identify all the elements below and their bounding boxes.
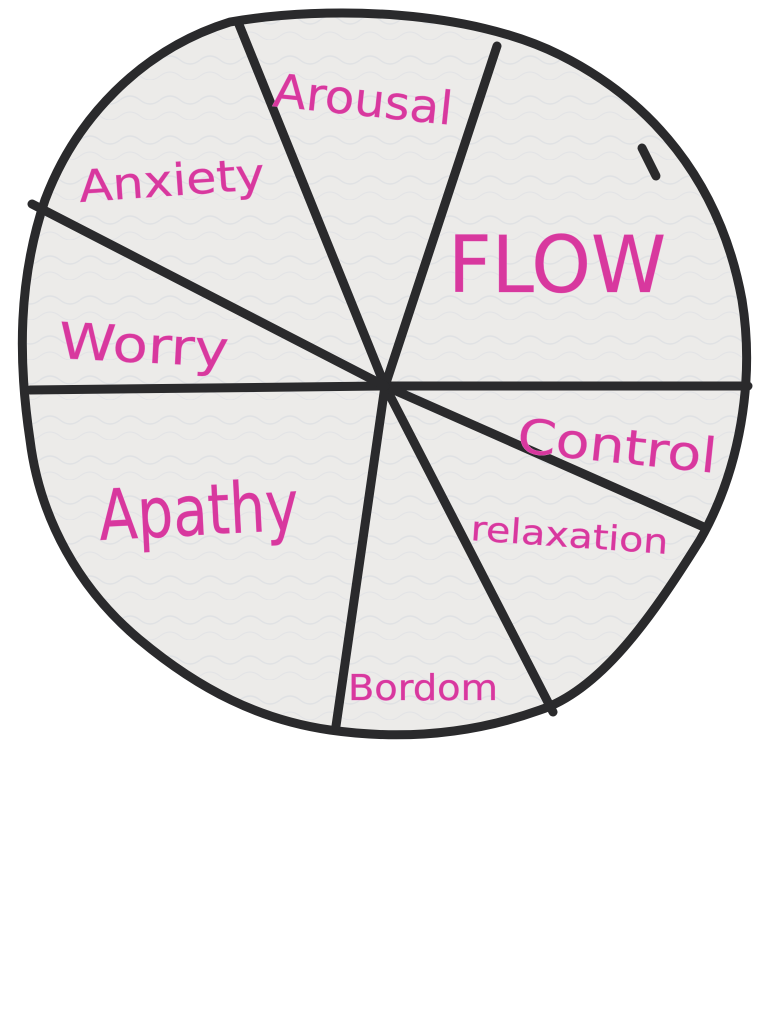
spoke-apathy-worry (25, 381, 390, 395)
wheel-spokes (25, 17, 753, 731)
spoke-arousal-flow (380, 41, 502, 391)
spoke-control-relaxation (380, 381, 711, 533)
spoke-boredom-apathy (331, 381, 390, 731)
spoke-arousal-anxiety (233, 17, 390, 391)
segment-label-flow: FLOW (448, 221, 666, 311)
segment-label-apathy: Apathy (97, 465, 301, 557)
rim-tick (637, 143, 661, 181)
segment-label-boredom: Bordom (348, 668, 498, 709)
spoke-relaxation-boredom (380, 381, 558, 717)
segment-label-worry: Worry (57, 312, 230, 379)
spoke-worry-anxiety (27, 199, 390, 391)
